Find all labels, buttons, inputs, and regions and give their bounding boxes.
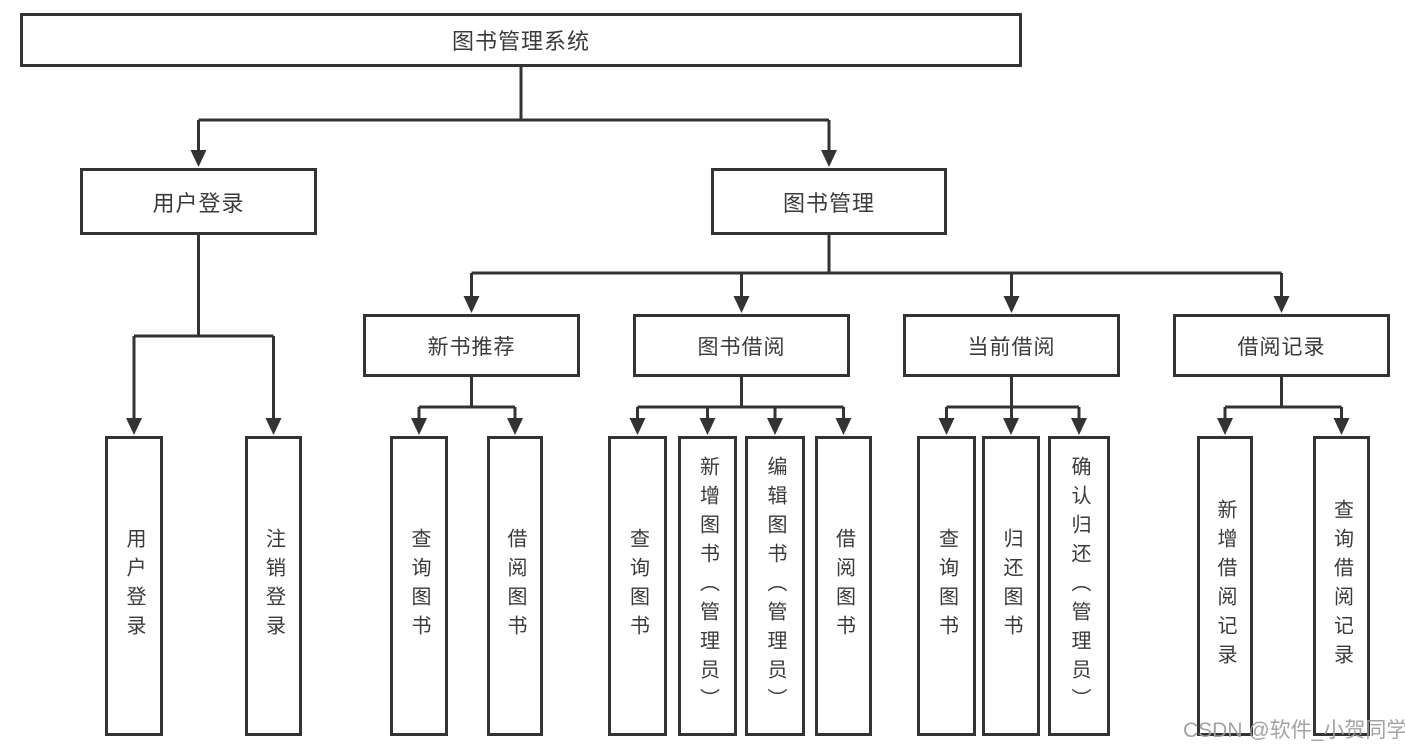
group-current-borrow: 当前借阅 — [903, 314, 1120, 377]
leaf-borrow-books-recommend: 借阅图书 — [487, 436, 543, 736]
node-system-root: 图书管理系统 — [20, 13, 1022, 67]
leaf-return-book: 归还图书 — [982, 436, 1040, 736]
leaf-query-books-current: 查询图书 — [917, 436, 976, 736]
node-label: 查询图书 — [935, 528, 958, 644]
branch-user-login: 用户登录 — [80, 168, 317, 235]
node-label: 查询借阅记录 — [1330, 499, 1353, 673]
leaf-borrow-books: 借阅图书 — [815, 436, 872, 736]
node-label: 新增图书（管理员） — [696, 455, 719, 717]
node-label: 用户登录 — [152, 190, 245, 216]
leaf-add-borrow-record: 新增借阅记录 — [1197, 436, 1253, 736]
leaf-query-books-borrow: 查询图书 — [608, 436, 667, 736]
leaf-logout: 注销登录 — [245, 436, 302, 736]
leaf-add-book-admin: 新增图书（管理员） — [678, 436, 737, 736]
node-label: 编辑图书（管理员） — [764, 455, 786, 717]
leaf-query-books-recommend: 查询图书 — [390, 436, 448, 736]
node-label: 借阅图书 — [504, 528, 526, 644]
node-label: 图书管理系统 — [451, 29, 590, 54]
leaf-user-login: 用户登录 — [105, 436, 163, 736]
group-book-borrow: 图书借阅 — [633, 314, 850, 377]
node-label: 确认归还（管理员） — [1068, 455, 1090, 717]
leaf-confirm-return-admin: 确认归还（管理员） — [1048, 436, 1110, 736]
watermark-text: CSDN @软件_小贺同学 — [1183, 719, 1405, 742]
node-label: 当前借阅 — [967, 335, 1056, 359]
node-label: 借阅图书 — [832, 528, 855, 644]
node-label: 新增借阅记录 — [1214, 499, 1236, 673]
leaf-edit-book-admin: 编辑图书（管理员） — [745, 436, 805, 736]
group-borrow-records: 借阅记录 — [1173, 314, 1390, 377]
node-label: 新书推荐 — [427, 335, 516, 359]
node-label: 图书管理 — [782, 190, 875, 216]
branch-book-management: 图书管理 — [711, 168, 947, 235]
node-label: 图书借阅 — [697, 335, 786, 359]
node-label: 查询图书 — [408, 528, 430, 644]
node-label: 查询图书 — [626, 528, 649, 644]
node-label: 用户登录 — [123, 528, 145, 644]
node-label: 归还图书 — [1000, 528, 1022, 644]
leaf-query-borrow-record: 查询借阅记录 — [1313, 436, 1370, 736]
node-label: 注销登录 — [262, 528, 285, 644]
node-label: 借阅记录 — [1237, 335, 1326, 359]
group-new-book-recommend: 新书推荐 — [363, 314, 580, 377]
